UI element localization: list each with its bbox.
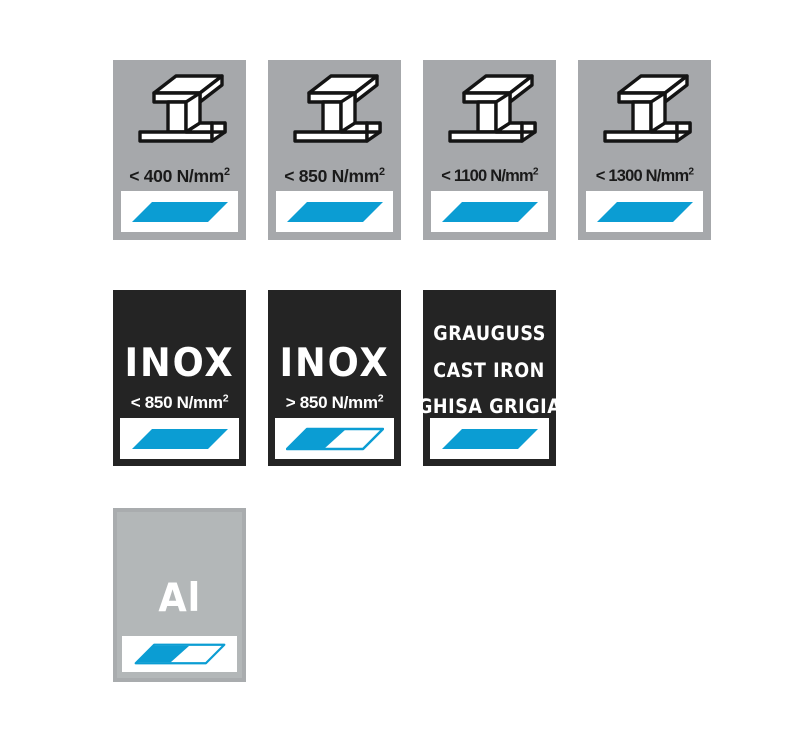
threshold-label: < 850 N/mm2 bbox=[284, 166, 385, 186]
tile-inox-gt-850[interactable]: INOX > 850 N/mm2 bbox=[268, 290, 401, 466]
fill-indicator-strip bbox=[431, 191, 548, 232]
full-blue-parallelogram-icon bbox=[441, 428, 538, 449]
cast-iron-line-it: GHISA GRIGIA bbox=[417, 395, 562, 418]
tile-steel-850[interactable]: < 850 N/mm2 bbox=[268, 60, 401, 240]
fill-indicator-strip bbox=[121, 191, 238, 232]
tile-cast-iron[interactable]: GRAUGUSS CAST IRON GHISA GRIGIA bbox=[418, 290, 561, 466]
threshold-label: < 1100 N/mm2 bbox=[441, 166, 538, 185]
i-beam-icon bbox=[447, 74, 537, 143]
full-blue-parallelogram-icon bbox=[286, 201, 383, 222]
fill-indicator-strip bbox=[120, 418, 239, 459]
tile-steel-1100[interactable]: < 1100 N/mm2 bbox=[423, 60, 556, 240]
full-blue-parallelogram-icon bbox=[596, 201, 693, 222]
half-blue-parallelogram-icon bbox=[134, 643, 225, 665]
tile-aluminium[interactable]: Al bbox=[113, 508, 246, 682]
full-blue-parallelogram-icon bbox=[441, 201, 538, 222]
tile-heading: INOX bbox=[279, 341, 390, 386]
tile-heading: INOX bbox=[124, 341, 235, 386]
threshold-label: < 850 N/mm2 bbox=[130, 392, 229, 412]
fill-indicator-strip bbox=[586, 191, 703, 232]
fill-indicator-strip bbox=[276, 191, 393, 232]
tile-inox-lt-850[interactable]: INOX < 850 N/mm2 bbox=[113, 290, 246, 466]
half-blue-parallelogram-icon bbox=[285, 427, 384, 450]
threshold-label: > 850 N/mm2 bbox=[285, 392, 384, 412]
fill-indicator-strip bbox=[122, 636, 237, 672]
threshold-label: < 400 N/mm2 bbox=[129, 166, 230, 186]
fill-indicator-strip bbox=[275, 418, 394, 459]
threshold-label: < 1300 N/mm2 bbox=[595, 166, 694, 185]
full-blue-parallelogram-icon bbox=[131, 201, 228, 222]
cast-iron-line-en: CAST IRON bbox=[433, 358, 546, 382]
i-beam-icon bbox=[137, 74, 227, 143]
tile-steel-1300[interactable]: < 1300 N/mm2 bbox=[578, 60, 711, 240]
tile-heading: Al bbox=[158, 576, 201, 621]
i-beam-icon bbox=[602, 74, 692, 143]
fill-indicator-strip bbox=[430, 418, 549, 459]
tile-steel-400[interactable]: < 400 N/mm2 bbox=[113, 60, 246, 240]
full-blue-parallelogram-icon bbox=[131, 428, 228, 449]
cast-iron-line-de: GRAUGUSS bbox=[433, 322, 546, 345]
i-beam-icon bbox=[292, 74, 382, 143]
